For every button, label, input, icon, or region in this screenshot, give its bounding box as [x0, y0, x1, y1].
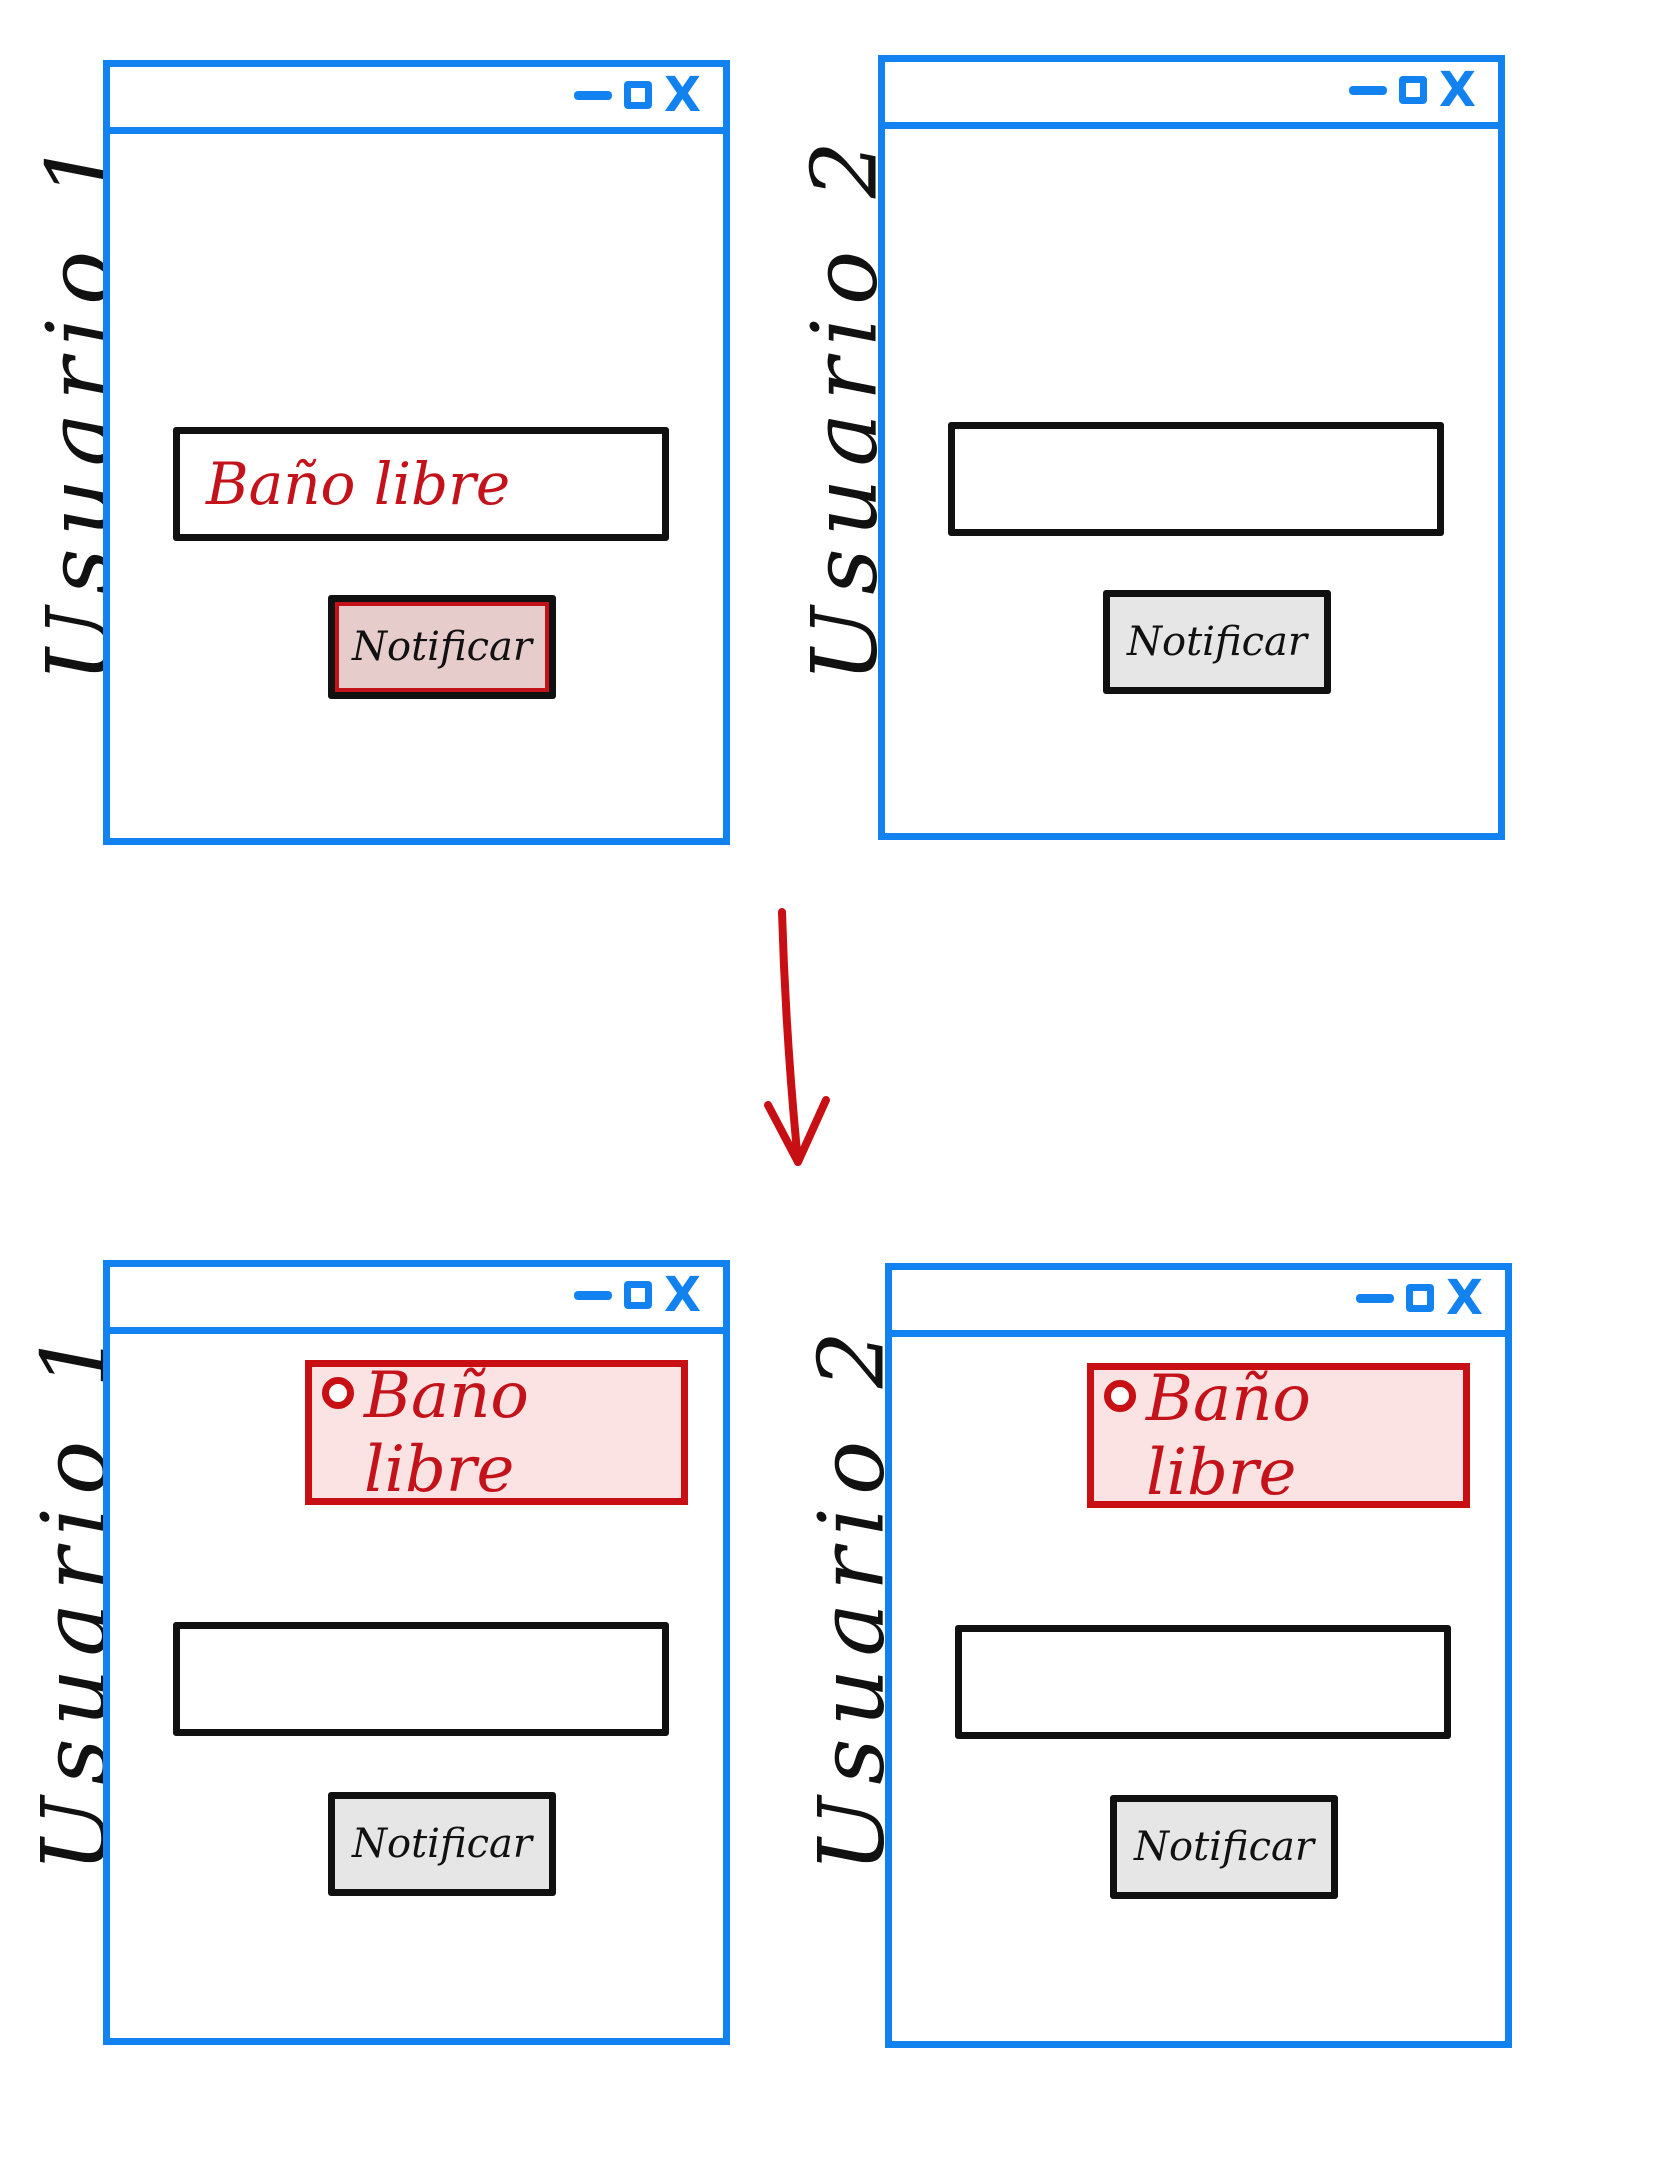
notification-text: Baño libre	[1146, 1361, 1311, 1510]
maximize-icon[interactable]	[1398, 76, 1427, 104]
notification-popup[interactable]: Baño libre	[305, 1358, 688, 1507]
window-bottom-right: X Baño libre Notificar	[885, 1263, 1512, 2048]
minimize-icon[interactable]	[1355, 1293, 1394, 1303]
window-controls: X	[573, 1267, 701, 1323]
message-field[interactable]: Baño libre	[173, 427, 669, 541]
close-icon[interactable]: X	[1438, 62, 1476, 118]
window-bottom-left: X Baño libre Notificar	[103, 1260, 730, 2045]
down-arrow-icon	[764, 908, 830, 1166]
close-icon[interactable]: X	[663, 1267, 701, 1323]
notify-button[interactable]: Notificar	[328, 1792, 556, 1896]
window-top-right: X Notificar	[878, 55, 1505, 840]
maximize-icon[interactable]	[623, 1281, 652, 1309]
notify-button[interactable]: Notificar	[1103, 590, 1331, 694]
maximize-icon[interactable]	[623, 81, 652, 109]
minimize-icon[interactable]	[573, 90, 612, 100]
window-controls: X	[1355, 1270, 1483, 1326]
window-controls: X	[1348, 62, 1476, 118]
close-icon[interactable]: X	[663, 67, 701, 123]
message-field[interactable]	[948, 422, 1444, 536]
notification-text: Baño libre	[364, 1358, 529, 1507]
title-bar: X	[110, 1267, 723, 1334]
minimize-icon[interactable]	[573, 1290, 612, 1300]
message-field[interactable]	[955, 1625, 1451, 1739]
title-bar: X	[110, 67, 723, 134]
notify-button[interactable]: Notificar	[1110, 1795, 1338, 1899]
message-field[interactable]	[173, 1622, 669, 1736]
notification-popup[interactable]: Baño libre	[1087, 1361, 1470, 1510]
minimize-icon[interactable]	[1348, 85, 1387, 95]
maximize-icon[interactable]	[1405, 1284, 1434, 1312]
window-controls: X	[573, 67, 701, 123]
notification-dot-icon	[322, 1377, 354, 1409]
window-top-left: X Baño libre Notificar	[103, 60, 730, 845]
close-icon[interactable]: X	[1445, 1270, 1483, 1326]
title-bar: X	[892, 1270, 1505, 1337]
message-field-text: Baño libre	[206, 450, 511, 518]
notify-button[interactable]: Notificar	[328, 595, 556, 699]
title-bar: X	[885, 62, 1498, 129]
notification-dot-icon	[1104, 1380, 1136, 1412]
